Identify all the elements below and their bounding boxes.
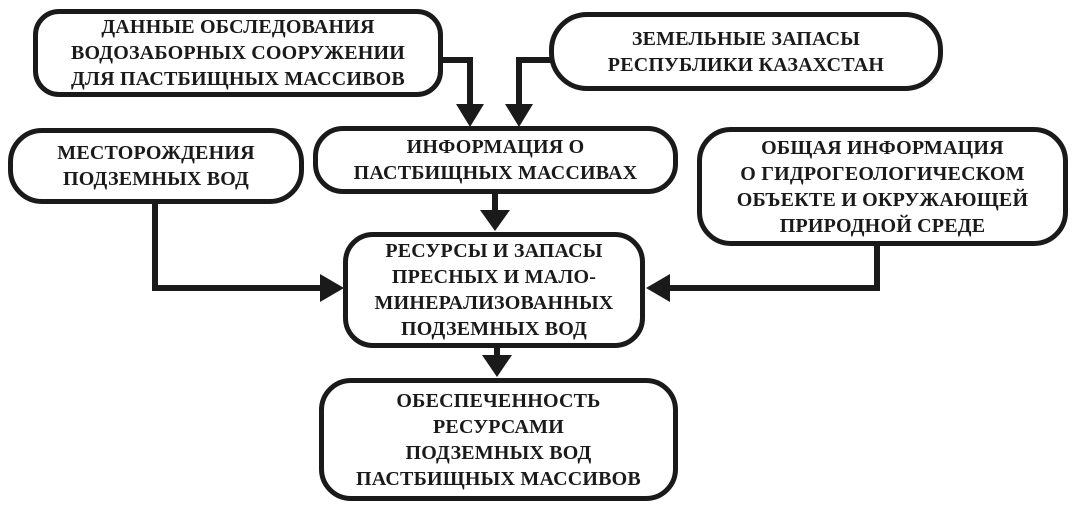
node-survey-data-label: ДАННЫЕ ОБСЛЕДОВАНИЯ ВОДОЗАБОРНЫХ СООРУЖЕ… [70,16,406,90]
node-general-hydro-info: ОБЩАЯ ИНФОРМАЦИЯ О ГИДРОГЕОЛОГИЧЕСКОМ ОБ… [697,127,1068,246]
arrow-survey-to-pasture-info [440,57,484,127]
node-resource-sufficiency-label: ОБЕСПЕЧЕННОСТЬ РЕСУРСАМИ ПОДЗЕМНЫХ ВОД П… [356,389,641,490]
node-pasture-info-label: ИНФОРМАЦИЯ О ПАСТБИЩНЫХ МАССИВАХ [353,136,638,184]
arrow-general-info-to-resources [646,243,880,302]
arrow-pasture-info-to-resources [480,190,510,231]
node-land-reserves-label: ЗЕМЕЛЬНЫЕ ЗАПАСЫ РЕСПУБЛИКИ КАЗАХСТАН [607,27,885,76]
node-land-reserves: ЗЕМЕЛЬНЫЕ ЗАПАСЫ РЕСПУБЛИКИ КАЗАХСТАН [549,12,943,91]
arrow-resources-to-sufficiency [482,345,512,377]
node-resource-sufficiency: ОБЕСПЕЧЕННОСТЬ РЕСУРСАМИ ПОДЗЕМНЫХ ВОД П… [319,378,678,501]
arrow-land-to-pasture-info [505,57,552,127]
node-survey-data: ДАННЫЕ ОБСЛЕДОВАНИЯ ВОДОЗАБОРНЫХ СООРУЖЕ… [33,9,443,97]
arrow-deposits-to-resources [152,201,344,302]
node-water-resources-label: РЕСУРСЫ И ЗАПАСЫ ПРЕСНЫХ И МАЛО- МИНЕРАЛ… [374,240,614,340]
node-general-hydro-info-label: ОБЩАЯ ИНФОРМАЦИЯ О ГИДРОГЕОЛОГИЧЕСКОМ ОБ… [736,136,1029,237]
node-pasture-info: ИНФОРМАЦИЯ О ПАСТБИЩНЫХ МАССИВАХ [313,126,678,194]
node-groundwater-deposits-label: МЕСТОРОЖДЕНИЯ ПОДЗЕМНЫХ ВОД [57,142,255,190]
node-water-resources: РЕСУРСЫ И ЗАПАСЫ ПРЕСНЫХ И МАЛО- МИНЕРАЛ… [343,232,645,348]
node-groundwater-deposits: МЕСТОРОЖДЕНИЯ ПОДЗЕМНЫХ ВОД [8,128,304,204]
